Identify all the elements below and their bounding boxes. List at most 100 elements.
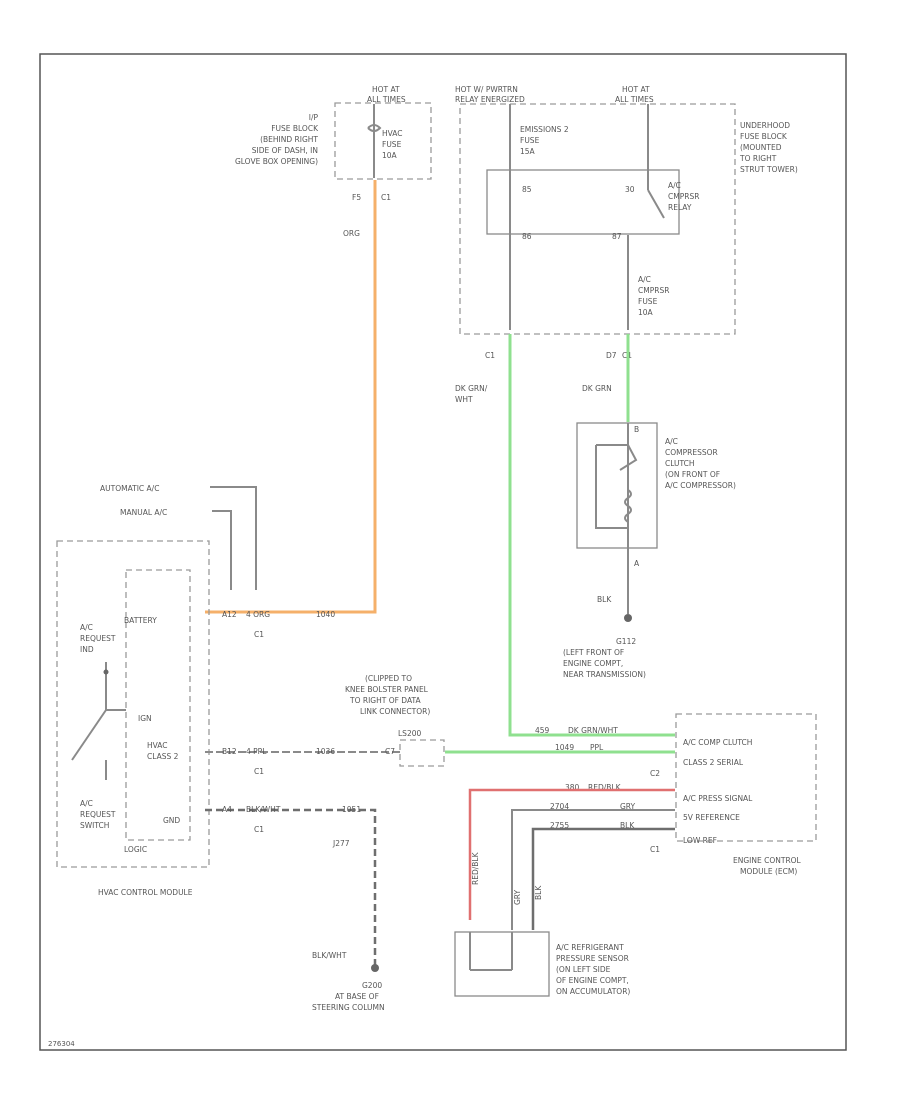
- svg-text:BLK: BLK: [534, 885, 543, 900]
- svg-text:WHT: WHT: [455, 395, 473, 404]
- svg-text:FUSE: FUSE: [382, 140, 402, 149]
- svg-text:10A: 10A: [382, 151, 398, 160]
- svg-text:FUSE: FUSE: [520, 136, 540, 145]
- svg-text:BLK: BLK: [597, 595, 612, 604]
- svg-text:C7: C7: [385, 747, 395, 756]
- svg-text:GLOVE BOX OPENING): GLOVE BOX OPENING): [235, 157, 318, 166]
- svg-text:C1: C1: [485, 351, 495, 360]
- splice-ls200: (CLIPPED TO KNEE BOLSTER PANEL TO RIGHT …: [345, 674, 445, 767]
- svg-text:TO RIGHT: TO RIGHT: [739, 154, 777, 163]
- svg-text:C1: C1: [381, 193, 391, 202]
- svg-text:HOT W/ PWRTRN: HOT W/ PWRTRN: [455, 85, 518, 94]
- svg-text:STRUT TOWER): STRUT TOWER): [740, 165, 798, 174]
- svg-text:UNDERHOOD: UNDERHOOD: [740, 121, 790, 130]
- svg-text:CMPRSR: CMPRSR: [638, 286, 669, 295]
- svg-text:SWITCH: SWITCH: [80, 821, 109, 830]
- orange-wire: [205, 180, 377, 614]
- diagram-frame: [39, 53, 847, 1051]
- svg-text:BLK: BLK: [620, 821, 635, 830]
- svg-text:ENGINE CONTROL: ENGINE CONTROL: [733, 856, 802, 865]
- ac-compressor-clutch: A/C COMPRESSOR CLUTCH (ON FRONT OF A/C C…: [576, 422, 736, 568]
- svg-text:A: A: [634, 559, 640, 568]
- svg-text:HVAC: HVAC: [147, 741, 168, 750]
- svg-text:(ON FRONT OF: (ON FRONT OF: [665, 470, 720, 479]
- svg-text:IGN: IGN: [138, 714, 152, 723]
- ground-g112-symbol: [624, 614, 632, 622]
- svg-text:REQUEST: REQUEST: [80, 810, 116, 819]
- gnd-wire: [205, 808, 377, 968]
- svg-text:A/C: A/C: [638, 275, 651, 284]
- black-wire: [531, 827, 675, 930]
- svg-text:C1: C1: [254, 630, 264, 639]
- svg-text:459: 459: [535, 726, 550, 735]
- hvac-gnd-line: A4 BLK/WHT 1051 C1: [222, 805, 361, 834]
- svg-text:OF ENGINE COMPT,: OF ENGINE COMPT,: [556, 976, 629, 985]
- svg-text:RELAY ENERGIZED: RELAY ENERGIZED: [455, 95, 525, 104]
- svg-text:MODULE (ECM): MODULE (ECM): [740, 867, 797, 876]
- svg-text:RED/BLK: RED/BLK: [588, 783, 622, 792]
- svg-text:C2: C2: [650, 769, 660, 778]
- svg-text:LOW REF: LOW REF: [683, 836, 717, 845]
- svg-text:FUSE BLOCK: FUSE BLOCK: [271, 124, 319, 133]
- svg-text:COMPRESSOR: COMPRESSOR: [665, 448, 718, 457]
- svg-text:I/P: I/P: [309, 113, 319, 122]
- svg-text:FUSE: FUSE: [638, 297, 658, 306]
- svg-text:B: B: [634, 425, 639, 434]
- svg-text:A/C COMP CLUTCH: A/C COMP CLUTCH: [683, 738, 752, 747]
- svg-text:MANUAL A/C: MANUAL A/C: [120, 508, 167, 517]
- green-wire-main: [508, 334, 675, 737]
- svg-text:GRY: GRY: [620, 802, 636, 811]
- svg-text:AT BASE OF: AT BASE OF: [335, 992, 379, 1001]
- svg-text:86: 86: [522, 232, 532, 241]
- svg-text:CLUTCH: CLUTCH: [665, 459, 695, 468]
- svg-text:2755: 2755: [550, 821, 569, 830]
- svg-text:CLASS 2 SERIAL: CLASS 2 SERIAL: [683, 758, 744, 767]
- relay-box: [486, 169, 680, 235]
- svg-text:ORG: ORG: [343, 229, 360, 238]
- svg-text:DK GRN: DK GRN: [582, 384, 612, 393]
- option-labels: AUTOMATIC A/C MANUAL A/C: [100, 484, 257, 590]
- svg-text:BLK/WHT: BLK/WHT: [312, 951, 347, 960]
- svg-text:A/C: A/C: [668, 181, 681, 190]
- svg-text:RED/BLK: RED/BLK: [471, 851, 480, 885]
- svg-text:HVAC CONTROL MODULE: HVAC CONTROL MODULE: [98, 888, 193, 897]
- svg-text:(CLIPPED TO: (CLIPPED TO: [365, 674, 412, 683]
- svg-text:HOT AT: HOT AT: [622, 85, 650, 94]
- svg-text:A/C: A/C: [80, 623, 93, 632]
- svg-text:1036: 1036: [316, 747, 335, 756]
- svg-text:DK GRN/: DK GRN/: [455, 384, 488, 393]
- svg-text:HVAC: HVAC: [382, 129, 403, 138]
- svg-text:10A: 10A: [638, 308, 654, 317]
- svg-text:A/C PRESS SIGNAL: A/C PRESS SIGNAL: [683, 794, 753, 803]
- svg-text:LINK CONNECTOR): LINK CONNECTOR): [360, 707, 430, 716]
- svg-text:A/C: A/C: [665, 437, 678, 446]
- svg-text:EMISSIONS 2: EMISSIONS 2: [520, 125, 569, 134]
- ip-fuse-block: HOT AT ALL TIMES I/P FUSE BLOCK (BEHIND …: [235, 85, 432, 238]
- svg-text:B12: B12: [222, 747, 237, 756]
- svg-text:1051: 1051: [342, 805, 361, 814]
- svg-text:2704: 2704: [550, 802, 569, 811]
- svg-text:PPL: PPL: [590, 743, 604, 752]
- svg-text:ALL TIMES: ALL TIMES: [367, 95, 406, 104]
- svg-text:15A: 15A: [520, 147, 536, 156]
- fuse-symbol: [367, 124, 382, 132]
- svg-text:FUSE BLOCK: FUSE BLOCK: [740, 132, 788, 141]
- svg-text:1049: 1049: [555, 743, 574, 752]
- svg-text:RELAY: RELAY: [668, 203, 692, 212]
- svg-text:D7: D7: [606, 351, 617, 360]
- ground-g200: J277 BLK/WHT G200 AT BASE OF STEERING CO…: [312, 839, 385, 1012]
- svg-text:J277: J277: [332, 839, 350, 848]
- svg-text:SIDE OF DASH, IN: SIDE OF DASH, IN: [252, 146, 318, 155]
- svg-text:ALL TIMES: ALL TIMES: [615, 95, 654, 104]
- svg-text:GND: GND: [163, 816, 180, 825]
- svg-text:(BEHIND RIGHT: (BEHIND RIGHT: [260, 135, 318, 144]
- svg-text:C1: C1: [254, 825, 264, 834]
- svg-text:BATTERY: BATTERY: [124, 616, 157, 625]
- svg-text:TO RIGHT OF DATA: TO RIGHT OF DATA: [349, 696, 422, 705]
- hvac-control-module: BATTERY IGN HVAC CLASS 2 GND LOGIC A/C R…: [56, 540, 210, 897]
- figure-id: 276304: [48, 1040, 75, 1048]
- svg-text:REQUEST: REQUEST: [80, 634, 116, 643]
- svg-text:F5: F5: [352, 193, 361, 202]
- svg-text:C1: C1: [650, 845, 660, 854]
